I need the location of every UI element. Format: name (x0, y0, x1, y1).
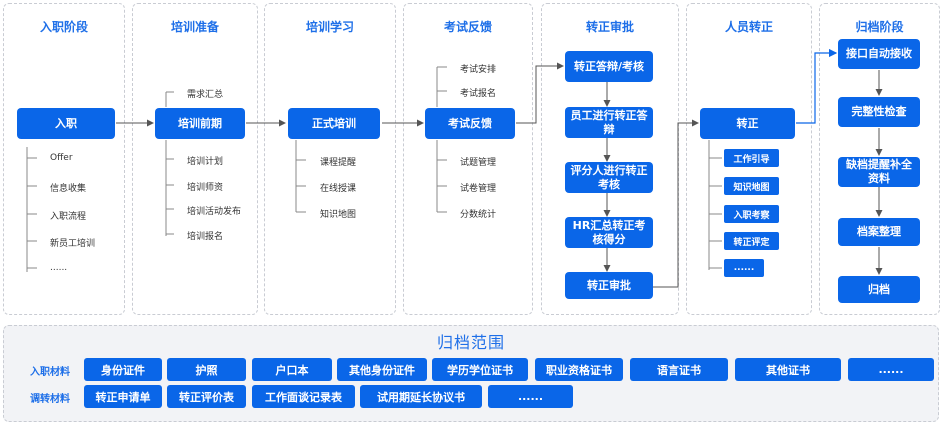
onboarding-item: 入职流程 (50, 212, 87, 222)
scope-row-label-onboarding: 入职材料 (30, 367, 70, 378)
stage-title: 培训学习 (305, 20, 354, 34)
stage-title: 入职阶段 (39, 20, 88, 34)
stage-title: 转正审批 (585, 20, 634, 34)
stage-title: 归档阶段 (855, 20, 904, 34)
scope-chip[interactable]: 户口本 (252, 358, 332, 381)
study-item: 在线授课 (320, 184, 357, 194)
stage-title: 考试反馈 (443, 20, 492, 34)
archive-scope-title: 归档范围 (436, 333, 505, 352)
approval-step-employee[interactable]: 员工进行转正答辩 (565, 107, 653, 138)
scope-chip[interactable]: 工作面谈记录表 (252, 385, 355, 408)
study-node[interactable]: 正式培训 (288, 108, 380, 139)
exam-item: 试题管理 (460, 158, 497, 168)
prep-top-item: 需求汇总 (187, 90, 224, 100)
scope-chip[interactable]: 语言证书 (630, 358, 728, 381)
regularize-node[interactable]: 转正 (700, 108, 795, 139)
scope-row-label-transfer: 调转材料 (30, 394, 70, 405)
prep-item: 培训计划 (187, 157, 224, 167)
stage-onboarding: 入职阶段 (3, 3, 125, 315)
prep-item: 培训报名 (187, 232, 224, 242)
exam-item: 试卷管理 (460, 184, 497, 194)
exam-top-item: 考试报名 (460, 89, 497, 99)
stage-exam: 考试反馈 (403, 3, 533, 315)
study-item: 知识地图 (320, 210, 357, 220)
onboarding-item: Offer (50, 153, 73, 163)
approval-step-scorer[interactable]: 评分人进行转正考核 (565, 162, 653, 193)
scope-chip[interactable]: 护照 (167, 358, 246, 381)
scope-chip[interactable]: 其他身份证件 (337, 358, 427, 381)
regularize-tag[interactable]: 知识地图 (724, 177, 779, 195)
exam-top-item: 考试安排 (460, 65, 497, 75)
approval-step-final[interactable]: 转正审批 (565, 272, 653, 299)
onboarding-item: 新员工培训 (50, 239, 96, 249)
approval-step-hr[interactable]: HR汇总转正考核得分 (565, 217, 653, 248)
archive-step-check[interactable]: 完整性检查 (838, 97, 920, 127)
prep-item: 培训活动发布 (187, 207, 242, 217)
exam-item: 分数统计 (460, 210, 497, 220)
regularize-tag[interactable]: 入职考察 (724, 205, 779, 223)
scope-chip[interactable]: 身份证件 (84, 358, 162, 381)
scope-chip[interactable]: 职业资格证书 (535, 358, 623, 381)
scope-chip[interactable]: ...... (848, 358, 934, 381)
stage-study: 培训学习 (264, 3, 396, 315)
prep-item: 培训师资 (187, 183, 224, 193)
stage-prep: 培训准备 (132, 3, 258, 315)
regularize-tag[interactable]: 工作引导 (724, 149, 779, 167)
approval-step-defense[interactable]: 转正答辩/考核 (565, 51, 653, 82)
onboarding-node[interactable]: 入职 (17, 108, 115, 139)
prep-node[interactable]: 培训前期 (155, 108, 245, 139)
archive-step-remind[interactable]: 缺档提醒补全资料 (838, 157, 920, 187)
regularize-tag[interactable]: ...... (724, 259, 764, 277)
onboarding-item: 信息收集 (50, 184, 87, 194)
scope-chip[interactable]: 转正评价表 (167, 385, 246, 408)
exam-node[interactable]: 考试反馈 (425, 108, 515, 139)
archive-step-archive[interactable]: 归档 (838, 276, 920, 303)
study-item: 课程提醒 (320, 158, 357, 168)
archive-step-receive[interactable]: 接口自动接收 (838, 39, 920, 69)
archive-step-organize[interactable]: 档案整理 (838, 218, 920, 246)
regularize-tag[interactable]: 转正评定 (724, 232, 779, 250)
scope-chip[interactable]: 其他证书 (735, 358, 841, 381)
scope-chip[interactable]: ...... (488, 385, 573, 408)
stage-title: 培训准备 (170, 20, 219, 34)
stage-title: 人员转正 (724, 20, 773, 34)
scope-chip[interactable]: 转正申请单 (84, 385, 162, 408)
scope-chip[interactable]: 学历学位证书 (432, 358, 528, 381)
onboarding-item: ...... (50, 263, 68, 273)
scope-chip[interactable]: 试用期延长协议书 (360, 385, 482, 408)
